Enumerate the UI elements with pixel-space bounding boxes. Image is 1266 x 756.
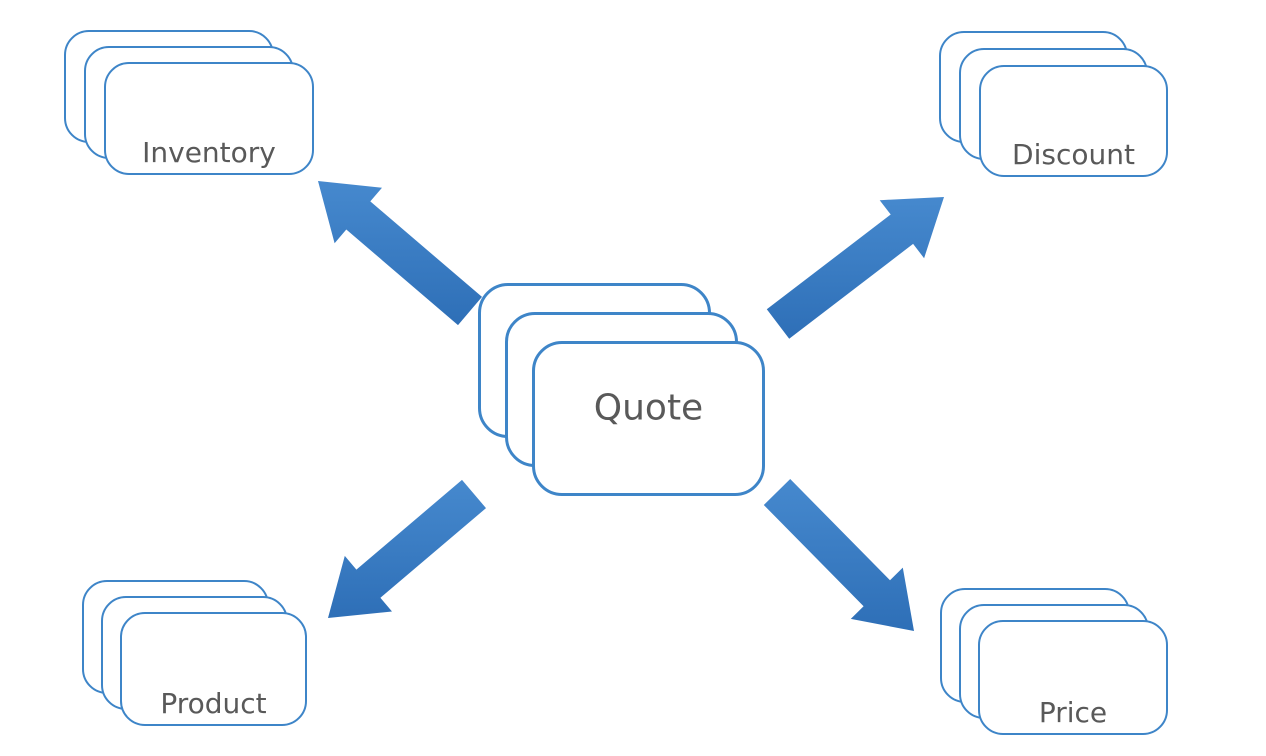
- quote-card-front: Quote: [532, 341, 765, 496]
- inventory-card-front: Inventory: [104, 62, 314, 175]
- node-price[interactable]: Price: [940, 588, 1168, 735]
- node-discount[interactable]: Discount: [939, 31, 1168, 177]
- arrow-quote-to-price-icon: [763, 479, 914, 631]
- price-card-front: Price: [978, 620, 1168, 735]
- node-label-product: Product: [160, 686, 267, 720]
- node-product[interactable]: Product: [82, 580, 307, 726]
- node-label-quote: Quote: [593, 387, 704, 429]
- arrow-quote-to-discount-icon: [766, 197, 944, 339]
- arrow-quote-to-product-icon: [328, 479, 486, 618]
- discount-card-front: Discount: [979, 65, 1168, 177]
- node-label-discount: Discount: [1012, 137, 1135, 171]
- arrow-quote-to-inventory-icon: [318, 181, 482, 326]
- node-label-inventory: Inventory: [142, 135, 276, 169]
- node-inventory[interactable]: Inventory: [64, 30, 314, 175]
- node-label-price: Price: [1038, 695, 1108, 729]
- node-quote[interactable]: Quote: [478, 283, 765, 496]
- product-card-front: Product: [120, 612, 307, 726]
